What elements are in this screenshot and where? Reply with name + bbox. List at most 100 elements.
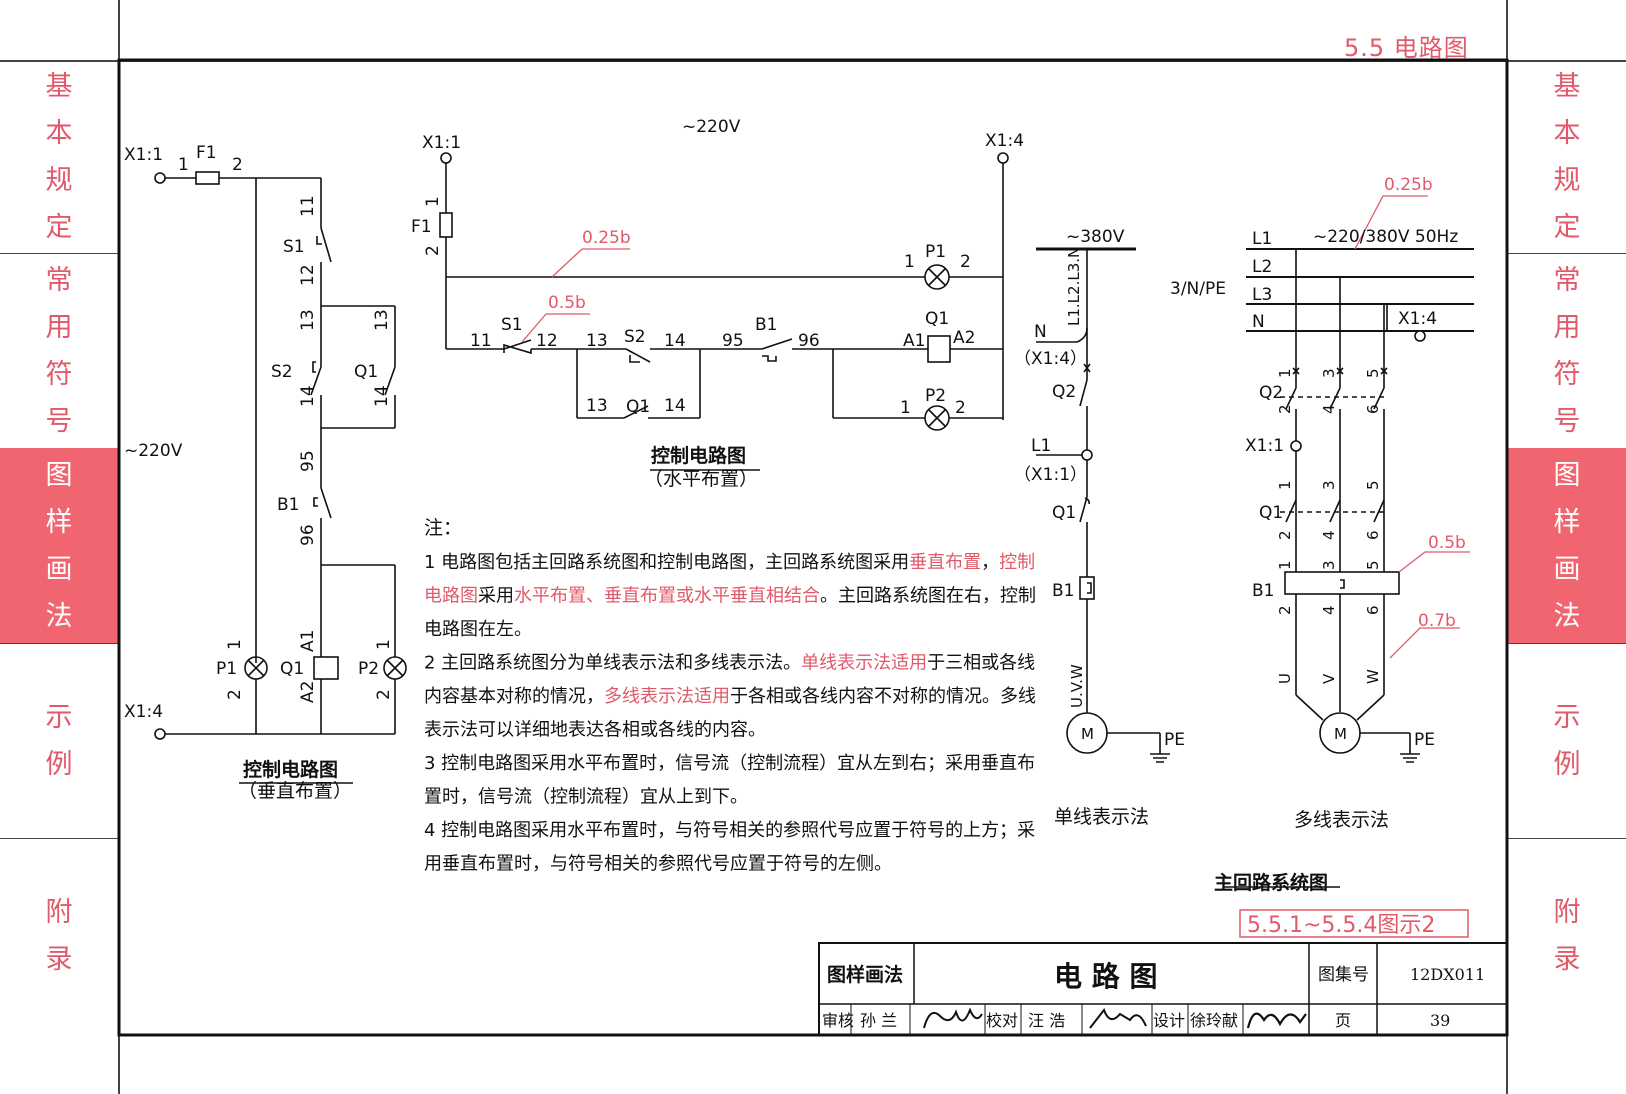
- v-circuit-title: 控制电路图: [243, 758, 338, 781]
- sidebar-char: 例: [1553, 748, 1581, 780]
- figure-ref: 5.5.1~5.5.4图示2: [1247, 913, 1435, 938]
- v-p2-pin1: 1: [374, 639, 394, 650]
- note-text: 4 控制电路图采用水平布置时，与符号相关的参照代号应置于符号的上方；采: [424, 820, 1035, 841]
- sidebar-char: 号: [1553, 405, 1581, 437]
- v-p2-label: P2: [358, 659, 379, 679]
- v-q1c-label: Q1: [354, 362, 378, 382]
- sidebar-char: 示: [1553, 701, 1581, 733]
- sidebar-right-symbols[interactable]: 常用符号: [1508, 253, 1626, 449]
- ml-relay-b1: [1284, 571, 1400, 595]
- note-text: 。主回路系统图在右，控制: [820, 586, 1036, 607]
- h-circuit-subtitle: （水平布置）: [644, 468, 758, 490]
- sidebar-char: 样: [45, 506, 73, 538]
- ml-pin-top-3: 3: [1320, 368, 1338, 378]
- note-text: 内容基本对称的情况，: [424, 686, 604, 707]
- v-terminal-top: X1:1: [124, 145, 163, 165]
- sidebar-left-appendix[interactable]: 附录: [0, 838, 118, 1033]
- sidebar-label: 基本规定: [46, 63, 73, 251]
- note-highlight: 水平布置、垂直布置或水平垂直相结合: [514, 586, 820, 607]
- sidebar-char: 法: [45, 600, 73, 632]
- ml-u: U: [1276, 673, 1294, 684]
- note-highlight: 多线表示法适用: [604, 686, 730, 707]
- multi-line-leaders: [1354, 195, 1470, 659]
- note-highlight: 控制: [999, 552, 1035, 573]
- note-text: ，: [981, 552, 999, 573]
- h-q1c-pin1: 13: [586, 396, 608, 416]
- sl-b1-label: B1: [1052, 581, 1074, 601]
- sidebar-left: 基本规定 常用符号 图样画法 示例 附录: [0, 60, 118, 1050]
- ml-b1-pin5: 5: [1364, 560, 1382, 570]
- h-p1-label: P1: [925, 242, 946, 262]
- v-q1c-pin2: 14: [372, 385, 392, 407]
- switch-s1: [316, 227, 332, 306]
- tb-check-label: 校对: [986, 1011, 1018, 1030]
- terminal-x14: [154, 728, 166, 740]
- v-p1-pin2: 2: [225, 689, 245, 700]
- ml-lw-025b: 0.25b: [1384, 175, 1433, 195]
- sidebar-char: 本: [45, 117, 73, 149]
- sidebar-char: 符: [45, 358, 73, 390]
- note-text: 2 主回路系统图分为单线表示法和多线表示法。: [424, 653, 801, 674]
- ml-b1-pin4: 4: [1320, 605, 1338, 615]
- h-p2-label: P2: [925, 386, 946, 406]
- sidebar-char: 规: [1553, 164, 1581, 196]
- sidebar-right-appendix[interactable]: 附录: [1508, 838, 1626, 1033]
- ml-q1-pin3: 3: [1320, 480, 1338, 490]
- note-text: 采用: [478, 586, 514, 607]
- sl-title: 单线表示法: [1054, 806, 1149, 828]
- sidebar-char: 图: [45, 459, 73, 491]
- h-b1-pin1: 95: [722, 331, 744, 351]
- note-line: 置时，信号流（控制流程）宜从上到下。: [424, 787, 748, 808]
- note-line: 用垂直布置时，与符号相关的参照代号应置于符号的左侧。: [424, 854, 892, 875]
- vertical-control-circuit: [154, 171, 407, 784]
- sidebar-left-examples[interactable]: 示例: [0, 643, 118, 839]
- h-switch-s1: [503, 339, 532, 355]
- sidebar-left-basic[interactable]: 基本规定: [0, 60, 118, 254]
- sidebar-char: 用: [1553, 311, 1581, 343]
- h-coil-a1: A1: [903, 331, 925, 351]
- h-s2-pin1: 13: [586, 331, 608, 351]
- h-terminal-left: X1:1: [422, 133, 461, 153]
- sidebar-left-drawing-methods[interactable]: 图样画法: [0, 448, 118, 644]
- h-q1c-label: Q1: [626, 397, 650, 417]
- sl-isolator-q2: [1079, 363, 1091, 450]
- title-block-labels: 图样画法 电 路 图 图集号 12DX011 审核 孙 兰 校对 汪 浩 设计 …: [822, 960, 1485, 1030]
- v-p2-pin2: 2: [374, 689, 394, 700]
- h-lw-025b: 0.25b: [582, 228, 631, 248]
- sidebar-right-basic[interactable]: 基本规定: [1508, 60, 1626, 254]
- ml-pe: PE: [1414, 730, 1435, 750]
- v-p1-pin1: 1: [225, 639, 245, 650]
- note-text: 置时，信号流（控制流程）宜从上到下。: [424, 787, 748, 808]
- v-s1-label: S1: [283, 237, 305, 257]
- sidebar-char: 附: [1553, 896, 1581, 928]
- sidebar-right-examples[interactable]: 示例: [1508, 643, 1626, 839]
- checker-signature: [1089, 1007, 1147, 1029]
- h-fuse-f1: [439, 212, 453, 238]
- note-line: 内容基本对称的情况，多线表示法适用于各相或各线内容不对称的情况。多线: [424, 686, 1036, 707]
- tb-category: 图样画法: [827, 963, 903, 986]
- ml-q1-pin6: 6: [1364, 530, 1382, 540]
- tb-checker: 汪 浩: [1028, 1011, 1065, 1030]
- tb-atlas-no: 12DX011: [1410, 965, 1485, 984]
- note-highlight: 垂直布置: [909, 552, 981, 573]
- h-fuse-pin2: 2: [423, 245, 443, 256]
- tb-page-no: 39: [1430, 1011, 1450, 1030]
- sl-relay-b1: [1079, 576, 1095, 600]
- ml-b1-label: B1: [1252, 581, 1274, 601]
- h-circuit-title: 控制电路图: [651, 444, 746, 467]
- tb-atlas-label: 图集号: [1318, 965, 1369, 985]
- h-q1c-pin2: 14: [664, 396, 686, 416]
- v-circuit-subtitle: （垂直布置）: [238, 780, 352, 802]
- ml-lw-05b: 0.5b: [1428, 533, 1466, 553]
- v-s2-pin2: 14: [298, 385, 318, 407]
- single-line-labels: ~380V L1.L2.L3.N N （X1:4） Q2 L1 （X1:1） Q…: [1014, 227, 1185, 828]
- sl-l1-terminal: （X1:1）: [1014, 465, 1087, 485]
- sidebar-right-drawing-methods[interactable]: 图样画法: [1508, 448, 1626, 644]
- v-fuse-pin1: 1: [178, 155, 189, 175]
- h-thermal-b1: [761, 338, 928, 362]
- sidebar-label: 图样画法: [46, 452, 73, 640]
- sidebar-char: 用: [45, 311, 73, 343]
- note-text: 于三相或各线: [927, 653, 1035, 674]
- sidebar-label: 图样画法: [1554, 452, 1581, 640]
- ml-v: V: [1320, 673, 1338, 684]
